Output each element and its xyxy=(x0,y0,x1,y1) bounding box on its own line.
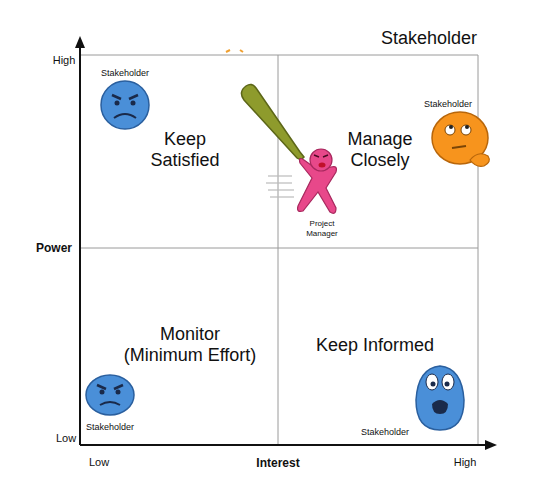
quadrant-label: Keep Satisfied xyxy=(143,129,228,171)
figure-caption: Stakeholder xyxy=(86,422,134,433)
figure-caption: Stakeholder xyxy=(101,68,149,79)
axis-label: High xyxy=(53,54,76,67)
quadrant-label: Monitor (Minimum Effort) xyxy=(120,324,260,366)
axis-label: Low xyxy=(56,432,76,445)
quadrant-region: Keep Satisfied xyxy=(80,55,278,248)
figure-caption: Stakeholder xyxy=(361,427,409,438)
figure-caption: Stakeholder xyxy=(424,99,472,110)
axis-label: High xyxy=(454,456,477,469)
axis-label: Interest xyxy=(256,456,299,470)
axis-label: Low xyxy=(89,456,109,469)
chart-title: Stakeholder xyxy=(381,28,477,49)
quadrant-region: Keep Informed xyxy=(278,248,478,445)
quadrant-label: Manage Closely xyxy=(340,129,420,171)
figure-caption: Project Manager xyxy=(299,219,345,239)
quadrant-region: Manage Closely xyxy=(278,55,478,248)
axis-label: Power xyxy=(36,241,72,255)
quadrant-region: Monitor (Minimum Effort) xyxy=(80,248,278,445)
quadrant-label: Keep Informed xyxy=(316,335,434,356)
